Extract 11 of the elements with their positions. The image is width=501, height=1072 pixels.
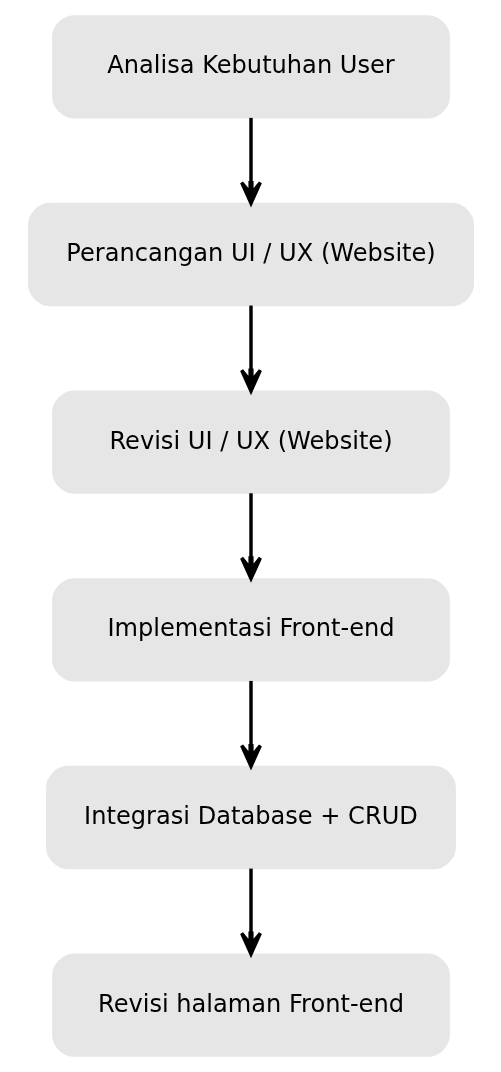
arrow <box>239 680 262 768</box>
node-box: Integrasi Database + CRUD <box>45 765 456 870</box>
arrow <box>239 493 262 581</box>
arrow <box>239 868 262 956</box>
node-box: Implementasi Front-end <box>51 578 450 682</box>
arrow <box>239 305 262 393</box>
node-box: Perancangan UI / UX (Website) <box>27 202 474 307</box>
node-box: Revisi halaman Front-end <box>51 953 450 1057</box>
arrow <box>239 117 262 205</box>
node-box: Revisi UI / UX (Website) <box>51 390 450 494</box>
node-box: Analisa Kebutuhan User <box>51 15 450 119</box>
